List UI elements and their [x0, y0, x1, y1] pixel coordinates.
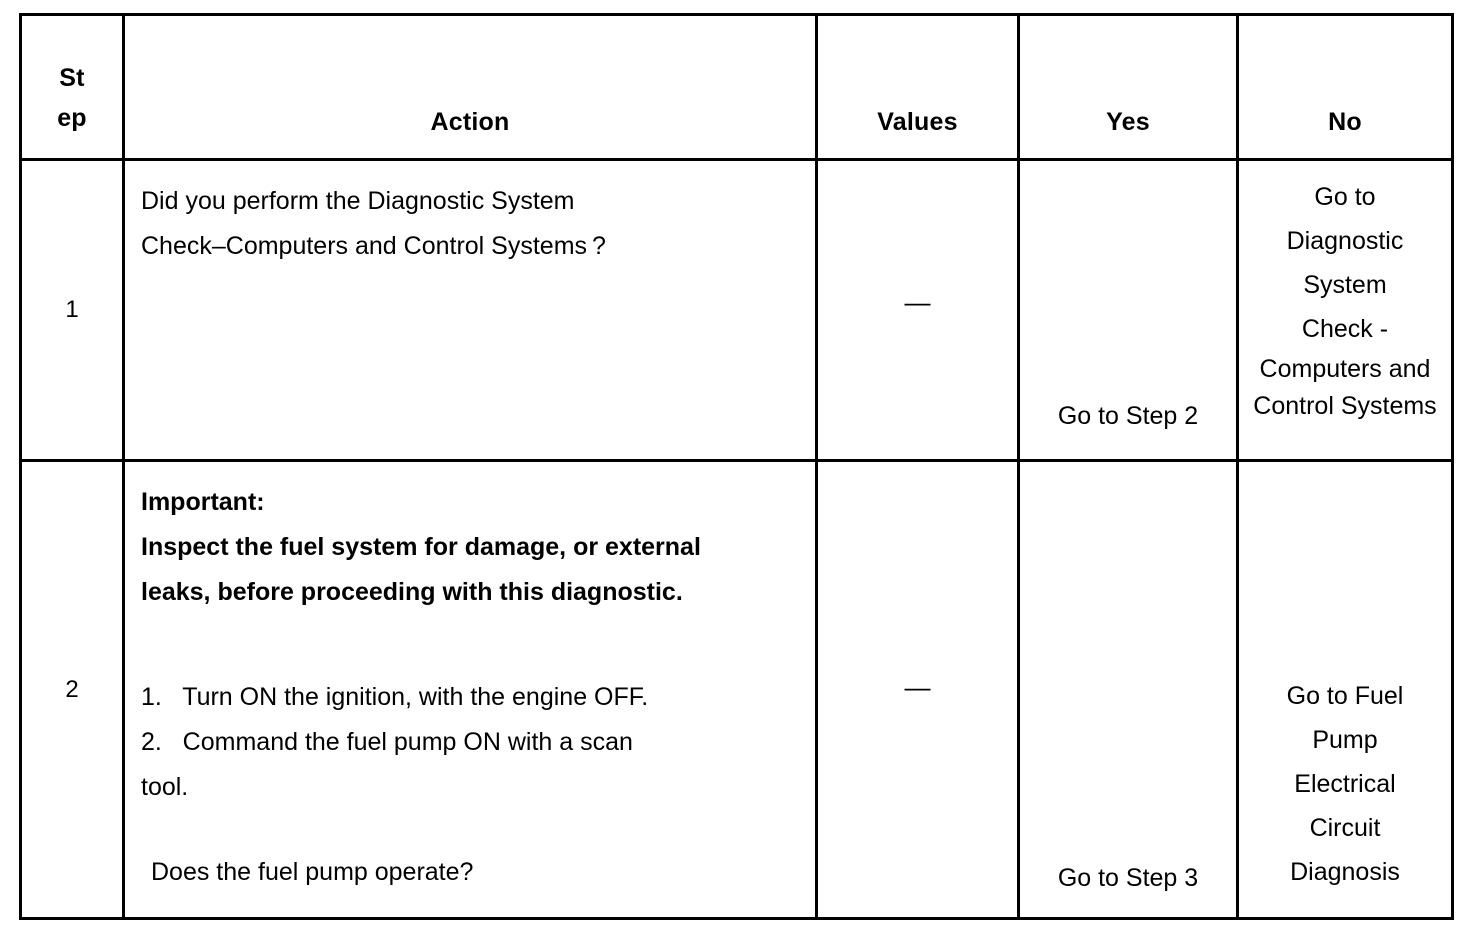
row1-action-text: Did you perform the Diagnostic System Ch…	[125, 161, 815, 269]
header-label-no: No	[1328, 108, 1362, 136]
row2-step-cell: 2	[19, 459, 125, 920]
row2-no-cell: Go to Fuel Pump Electrical Circuit Diagn…	[1236, 459, 1454, 920]
row2-step-item-1: 1. Turn ON the ignition, with the engine…	[141, 683, 649, 711]
row2-spacer-before-question	[141, 810, 801, 850]
header-label-values: Values	[877, 108, 958, 136]
row2-no-line3: Electrical	[1294, 770, 1396, 798]
table-row: 1 Did you perform the Diagnostic System …	[19, 158, 1454, 462]
header-label-step-line2: ep	[57, 104, 87, 132]
row2-no-line1: Go to Fuel	[1286, 682, 1404, 710]
row2-values-cell: —	[815, 459, 1020, 920]
header-label-action: Action	[430, 108, 510, 136]
row1-no-line5: Computers and	[1259, 355, 1431, 383]
table-header-row: St ep Action Values Yes No	[19, 13, 1454, 161]
row2-yes-text: Go to Step 3	[1057, 864, 1199, 892]
header-cell-step: St ep	[19, 13, 125, 161]
row1-no-line4: Check -	[1301, 315, 1389, 343]
row2-question-text: Does the fuel pump operate?	[151, 858, 474, 886]
row1-no-line6: Control Systems	[1253, 392, 1437, 420]
row2-step-item-2-wrap: tool.	[141, 773, 189, 801]
header-label-step: St ep	[22, 58, 122, 138]
row1-action-line2: Check–Computers and Control Systems ?	[141, 232, 606, 260]
row1-step-cell: 1	[19, 158, 125, 462]
header-cell-no: No	[1236, 13, 1454, 161]
header-cell-action: Action	[122, 13, 818, 161]
row1-values-dash: —	[904, 287, 931, 317]
row2-step-item-2: 2. Command the fuel pump ON with a scan	[141, 728, 633, 756]
row1-no-text: Go to Diagnostic System Check - Computer…	[1239, 161, 1451, 425]
row2-important-line2: leaks, before proceeding with this diagn…	[141, 578, 683, 606]
row1-no-line2: Diagnostic	[1286, 227, 1404, 255]
row2-step-number: 2	[65, 675, 79, 703]
row2-action-cell: Important: Inspect the fuel system for d…	[122, 459, 818, 920]
row2-no-line4: Circuit	[1309, 814, 1381, 842]
header-label-step-line1: St	[59, 64, 85, 92]
row2-values-dash: —	[904, 672, 931, 702]
row1-no-cell: Go to Diagnostic System Check - Computer…	[1236, 158, 1454, 462]
row2-yes-cell: Go to Step 3	[1017, 459, 1239, 920]
row1-no-line1: Go to	[1314, 183, 1376, 211]
row1-action-cell: Did you perform the Diagnostic System Ch…	[122, 158, 818, 462]
row1-yes-cell: Go to Step 2	[1017, 158, 1239, 462]
row2-no-text: Go to Fuel Pump Electrical Circuit Diagn…	[1239, 462, 1451, 894]
header-cell-yes: Yes	[1017, 13, 1239, 161]
row1-action-line1: Did you perform the Diagnostic System	[141, 187, 575, 215]
row2-important-line1: Inspect the fuel system for damage, or e…	[141, 533, 701, 561]
table-row: 2 Important: Inspect the fuel system for…	[19, 459, 1454, 920]
row2-important-label: Important:	[141, 488, 265, 516]
row2-action-text: Important: Inspect the fuel system for d…	[125, 462, 815, 895]
row1-yes-text: Go to Step 2	[1057, 402, 1199, 430]
header-cell-values: Values	[815, 13, 1020, 161]
row1-values-cell: —	[815, 158, 1020, 462]
row2-spacer-after-important	[141, 615, 801, 675]
header-label-yes: Yes	[1106, 108, 1150, 136]
row1-step-number: 1	[65, 296, 79, 323]
diagnostic-procedure-table: St ep Action Values Yes No 1	[19, 13, 1454, 920]
row1-no-line3: System	[1303, 271, 1387, 299]
row2-no-line2: Pump	[1312, 726, 1378, 754]
row2-no-line5: Diagnosis	[1290, 858, 1400, 886]
